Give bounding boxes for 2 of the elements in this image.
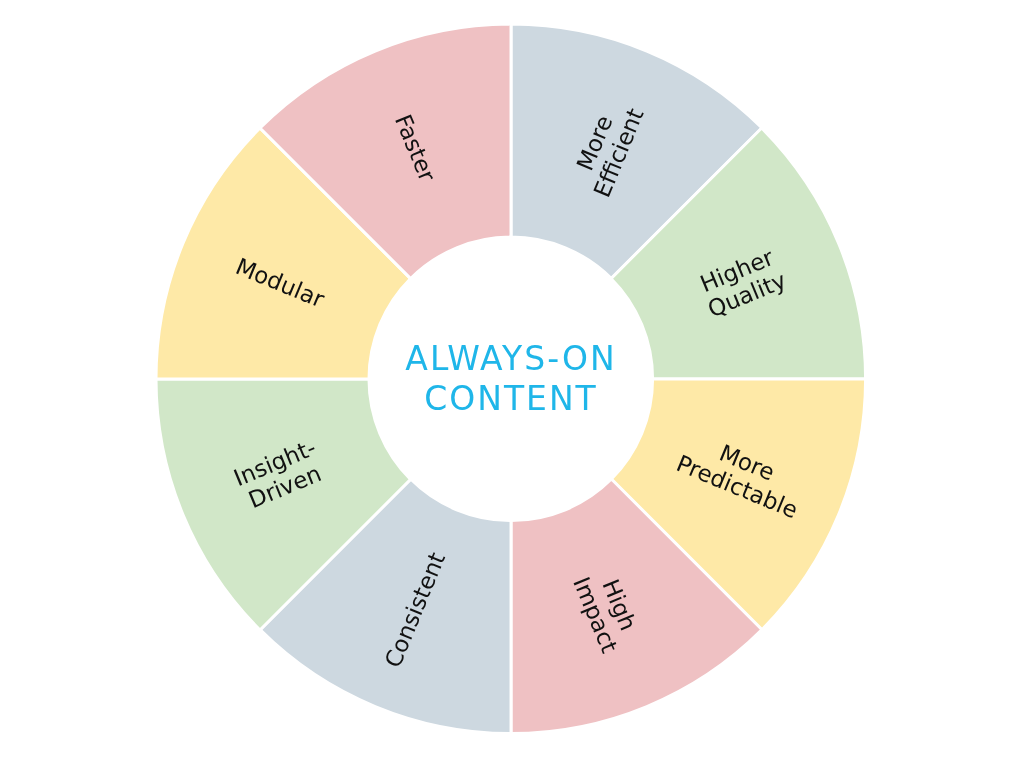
segment-label: Faster xyxy=(389,110,441,186)
center-title: ALWAYS-ON CONTENT xyxy=(404,339,618,419)
